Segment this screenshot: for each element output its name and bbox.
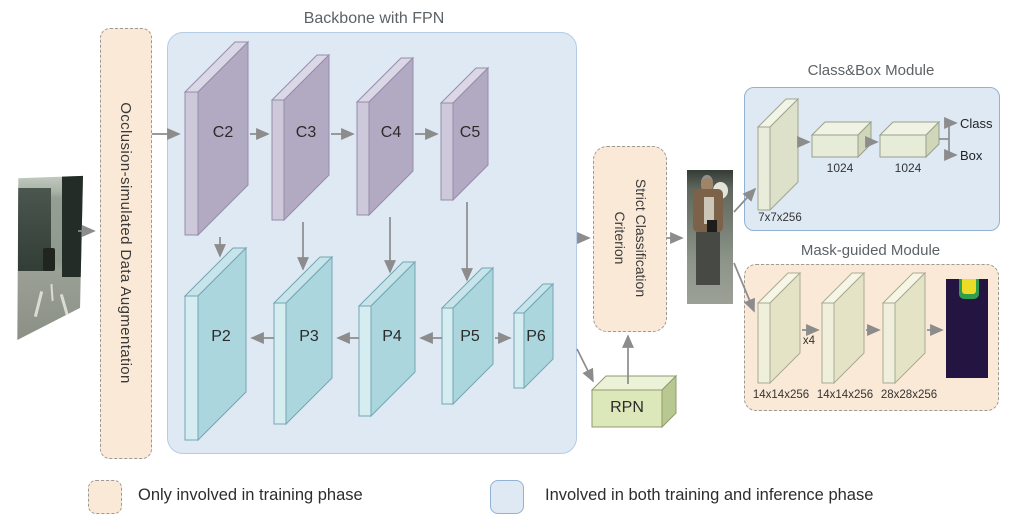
backbone-title: Backbone with FPN	[303, 10, 445, 27]
building-right	[61, 175, 83, 278]
mask-feat1-slab	[756, 271, 802, 385]
c4-label: C4	[380, 124, 402, 141]
criterion-line2: Criterion	[612, 211, 628, 265]
mask-head-core	[961, 279, 977, 295]
c2-slab	[183, 40, 250, 237]
class-output-label: Class	[960, 116, 993, 131]
p3-label: P3	[299, 328, 319, 345]
classbox-feature-slab	[756, 97, 800, 212]
rpn-box	[590, 374, 678, 429]
c2-label: C2	[212, 124, 234, 141]
p2-slab	[183, 246, 248, 442]
classbox-feature-label: 7x7x256	[758, 212, 802, 224]
criterion-box	[593, 146, 667, 332]
p4-label: P4	[382, 328, 402, 345]
fc1-label: 1024	[826, 161, 854, 175]
augmentation-label: Occlusion-simulated Data Augmentation	[117, 102, 134, 384]
p5-label: P5	[460, 328, 480, 345]
arrow-roi-to-maskguided	[733, 262, 755, 313]
classbox-title: Class&Box Module	[807, 62, 935, 79]
mask-feat2-slab	[820, 271, 866, 385]
c4-slab	[355, 56, 415, 217]
legend-label-inference: Involved in both training and inference …	[545, 486, 874, 504]
arrow-roi-to-classbox	[733, 187, 757, 213]
criterion-label: Strict Classification Criterion	[607, 146, 651, 330]
car	[43, 247, 56, 271]
predicted-mask-image	[946, 279, 988, 378]
head	[700, 175, 714, 194]
maskfeat1-label: 14x14x256	[752, 389, 810, 401]
pants	[696, 231, 721, 286]
camera	[707, 219, 718, 233]
maskfeat2-label: 14x14x256	[816, 389, 874, 401]
p3-slab	[272, 255, 334, 426]
fc2-cube	[878, 120, 941, 159]
repeat-x4-label: x4	[802, 335, 816, 347]
augmentation-box	[100, 28, 152, 459]
p5-slab	[440, 266, 495, 406]
criterion-line1: Strict Classification	[633, 178, 649, 298]
legend-swatch-training	[88, 480, 122, 514]
arrow-backbone-to-rpn	[576, 348, 594, 383]
fc2-label: 1024	[894, 161, 922, 175]
c3-slab	[270, 53, 331, 222]
legend-label-training: Only involved in training phase	[138, 486, 363, 504]
box-output-label: Box	[960, 148, 983, 163]
legend-swatch-inference	[490, 480, 524, 514]
p4-slab	[357, 260, 417, 418]
maskfeat3-label: 28x28x256	[880, 389, 938, 401]
c5-label: C5	[459, 124, 481, 141]
fc1-cube	[810, 120, 873, 159]
p6-slab	[512, 282, 555, 390]
c5-slab	[439, 66, 490, 202]
shirt	[704, 196, 714, 224]
pedestrian-crop-image	[687, 170, 733, 304]
p2-label: P2	[211, 328, 231, 345]
mask-feat3-slab	[881, 271, 927, 385]
rpn-label: RPN	[610, 399, 644, 416]
p6-label: P6	[526, 328, 546, 345]
maskguided-title: Mask-guided Module	[800, 242, 941, 259]
mask-head-region	[959, 279, 979, 299]
c3-label: C3	[295, 124, 317, 141]
